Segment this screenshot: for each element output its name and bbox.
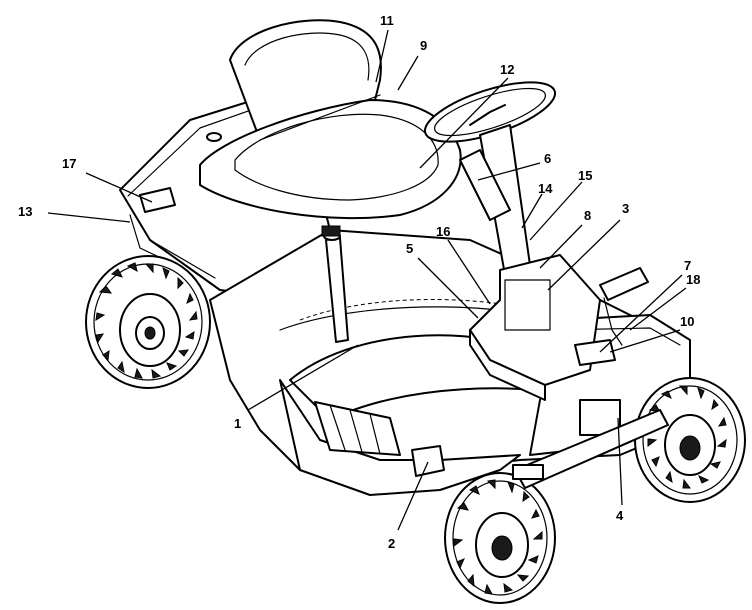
callout-14: 14 (538, 181, 553, 196)
callout-2: 2 (388, 536, 395, 551)
cutting-deck (279, 379, 521, 496)
leader-16 (447, 239, 491, 305)
leader-9 (397, 55, 419, 91)
callout-11: 11 (380, 13, 394, 28)
leader-13 (47, 212, 131, 223)
leader-lines (47, 29, 687, 531)
callout-13: 13 (18, 204, 32, 219)
callout-6: 6 (544, 151, 551, 166)
callout-8: 8 (584, 208, 591, 223)
steering-console (459, 124, 601, 401)
callout-16: 16 (436, 224, 450, 239)
callout-10: 10 (680, 314, 694, 329)
callout-18: 18 (686, 272, 700, 287)
leader-7 (599, 274, 683, 353)
leader-18 (629, 287, 687, 331)
lift-lever (321, 225, 349, 343)
pedal (574, 267, 649, 366)
callout-12: 12 (500, 62, 514, 77)
leader-17 (85, 172, 153, 203)
seat (199, 19, 462, 220)
callout-5: 5 (406, 241, 413, 256)
callout-15: 15 (578, 168, 592, 183)
leader-12 (419, 77, 509, 169)
callout-4: 4 (616, 508, 624, 523)
front-right-wheel (634, 377, 746, 503)
callout-7: 7 (684, 258, 691, 273)
leader-6 (477, 162, 541, 181)
leader-1 (247, 344, 359, 411)
leader-3 (547, 219, 621, 291)
front-left-wheel (444, 472, 556, 604)
callout-1: 1 (234, 416, 241, 431)
leader-10 (609, 329, 681, 353)
callout-9: 9 (420, 38, 427, 53)
leader-11 (375, 29, 389, 83)
callout-17: 17 (62, 156, 76, 171)
leader-8 (539, 224, 583, 269)
left-rear-wheel (85, 255, 211, 389)
leader-15 (529, 181, 583, 241)
front-axle (512, 409, 669, 489)
callout-3: 3 (622, 201, 629, 216)
callout-labels: 1 2 3 4 5 6 7 8 9 10 11 12 13 14 15 16 1… (18, 13, 700, 551)
leader-5 (417, 257, 479, 319)
leader-4 (617, 417, 623, 506)
leader-14 (521, 193, 543, 229)
leader-2 (397, 461, 429, 531)
